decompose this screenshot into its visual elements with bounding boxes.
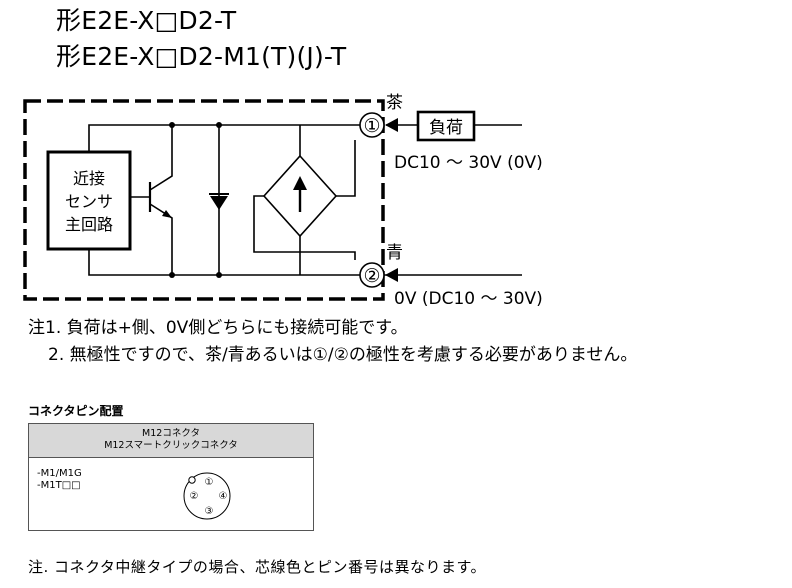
- sensor-housing-boundary: [23, 99, 385, 301]
- arrow-left-icon: [385, 118, 398, 132]
- model-title-1: 形E2E-X□D2-T: [56, 6, 237, 35]
- note-2: 2. 無極性ですので、茶/青あるいは①/②の極性を考慮する必要がありません。: [48, 345, 638, 365]
- terminal-2: [359, 262, 385, 288]
- junction-dot: [169, 272, 175, 278]
- blue-wire-label: 青: [386, 243, 403, 263]
- footnote: 注. コネクタ中継タイプの場合、芯線色とピン番号は異なります。: [28, 558, 486, 576]
- pin-2: ②: [190, 491, 199, 502]
- junction-dot: [169, 122, 175, 128]
- junction-dot: [216, 272, 222, 278]
- connector-pin-table: M12コネクタ M12スマートクリックコネクタ -M1/M1G -M1T□□ ①…: [28, 423, 314, 531]
- pin-3: ③: [205, 506, 214, 517]
- bridge-left-wire: [253, 195, 356, 260]
- connector-model-code: -M1T□□: [37, 480, 81, 491]
- output-circuit-diagram: 近接 センサ 主回路 ① ②: [23, 93, 543, 309]
- terminal-1-label: ①: [363, 115, 380, 137]
- connector-key-notch: [188, 476, 196, 484]
- connector-model-codes: -M1/M1G -M1T□□: [37, 468, 82, 492]
- main-circuit-label-line2: センサ: [65, 192, 113, 211]
- bridge-right-wire: [336, 140, 356, 197]
- supply-plus-label: DC10 ～ 30V (0V): [394, 153, 543, 173]
- note-1: 注1. 負荷は+側、0V側どちらにも接続可能です。: [28, 318, 408, 338]
- terminal-1: [359, 112, 385, 138]
- model-title-2: 形E2E-X□D2-M1(T)(J)-T: [56, 42, 347, 71]
- junction-dot: [216, 122, 222, 128]
- diode-icon: [210, 196, 228, 210]
- terminal-2-label: ②: [363, 265, 380, 287]
- main-circuit-label-line3: 主回路: [65, 215, 113, 234]
- connector-table-header: M12コネクタ M12スマートクリックコネクタ: [29, 424, 313, 458]
- connector-section-title: コネクタピン配置: [28, 404, 124, 418]
- supply-minus-label: 0V (DC10 ～ 30V): [394, 289, 543, 309]
- brown-wire-label: 茶: [386, 93, 403, 113]
- pin-1: ①: [205, 477, 214, 488]
- bottom-rail-wire: [88, 249, 361, 276]
- emitter-arrow-icon: [162, 210, 172, 218]
- connector-header-line2: M12スマートクリックコネクタ: [104, 440, 238, 452]
- main-circuit-label-line1: 近接: [73, 169, 105, 188]
- top-rail-wire: [88, 124, 360, 152]
- load-label: 負荷: [429, 118, 463, 138]
- arrow-left-icon: [385, 268, 398, 282]
- transistor-collector-wire: [149, 125, 173, 191]
- load-box: [416, 110, 476, 142]
- connector-model-code: -M1/M1G: [37, 468, 82, 479]
- up-arrow-icon: [293, 176, 307, 190]
- connector-face: [183, 472, 231, 520]
- pin-4: ④: [219, 491, 228, 502]
- connector-pin-diagram: ① ② ③ ④: [183, 472, 231, 520]
- connector-header-line1: M12コネクタ: [142, 428, 200, 439]
